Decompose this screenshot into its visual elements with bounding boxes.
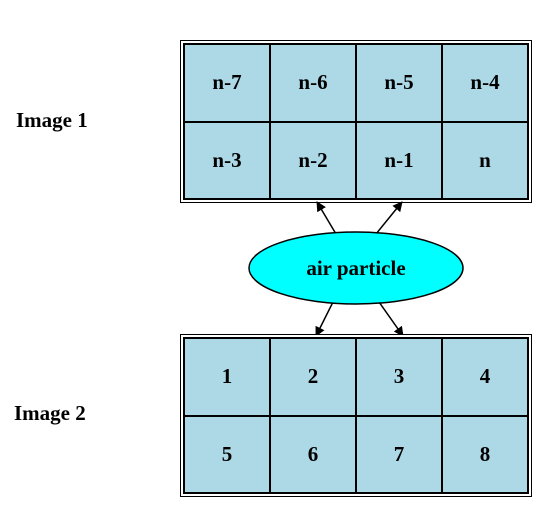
image-1-cell: n: [442, 121, 528, 199]
image-2-cell: 8: [442, 415, 528, 493]
image-2-cell: 3: [356, 338, 442, 416]
image-1-grid: n-7 n-6 n-5 n-4 n-3 n-2 n-1 n: [180, 40, 532, 203]
image-2-cell: 4: [442, 338, 528, 416]
image-2-label: Image 2: [14, 401, 86, 425]
image-1-label: Image 1: [16, 108, 88, 132]
image-2-cell: 7: [356, 415, 442, 493]
image-1-cell: n-2: [270, 121, 356, 199]
image-1-cell: n-6: [270, 44, 356, 122]
image-2-cell: 1: [184, 338, 270, 416]
image-1-cell: n-3: [184, 121, 270, 199]
arrow-to-n-2: [316, 201, 337, 235]
image-1-cell: n-4: [442, 44, 528, 122]
air-particle-node: [248, 231, 464, 305]
arrow-to-n-1: [375, 201, 403, 235]
image-2-grid: 1 2 3 4 5 6 7 8: [180, 334, 532, 497]
air-particle-label: air particle: [306, 256, 405, 280]
image-1-cell: n-1: [356, 121, 442, 199]
arrow-to-2: [315, 301, 334, 337]
image-1-cell: n-7: [184, 44, 270, 122]
image-1-cell: n-5: [356, 44, 442, 122]
image-2-cell: 2: [270, 338, 356, 416]
image-2-cell: 6: [270, 415, 356, 493]
image-2-cell: 5: [184, 415, 270, 493]
arrow-to-3: [378, 301, 404, 337]
